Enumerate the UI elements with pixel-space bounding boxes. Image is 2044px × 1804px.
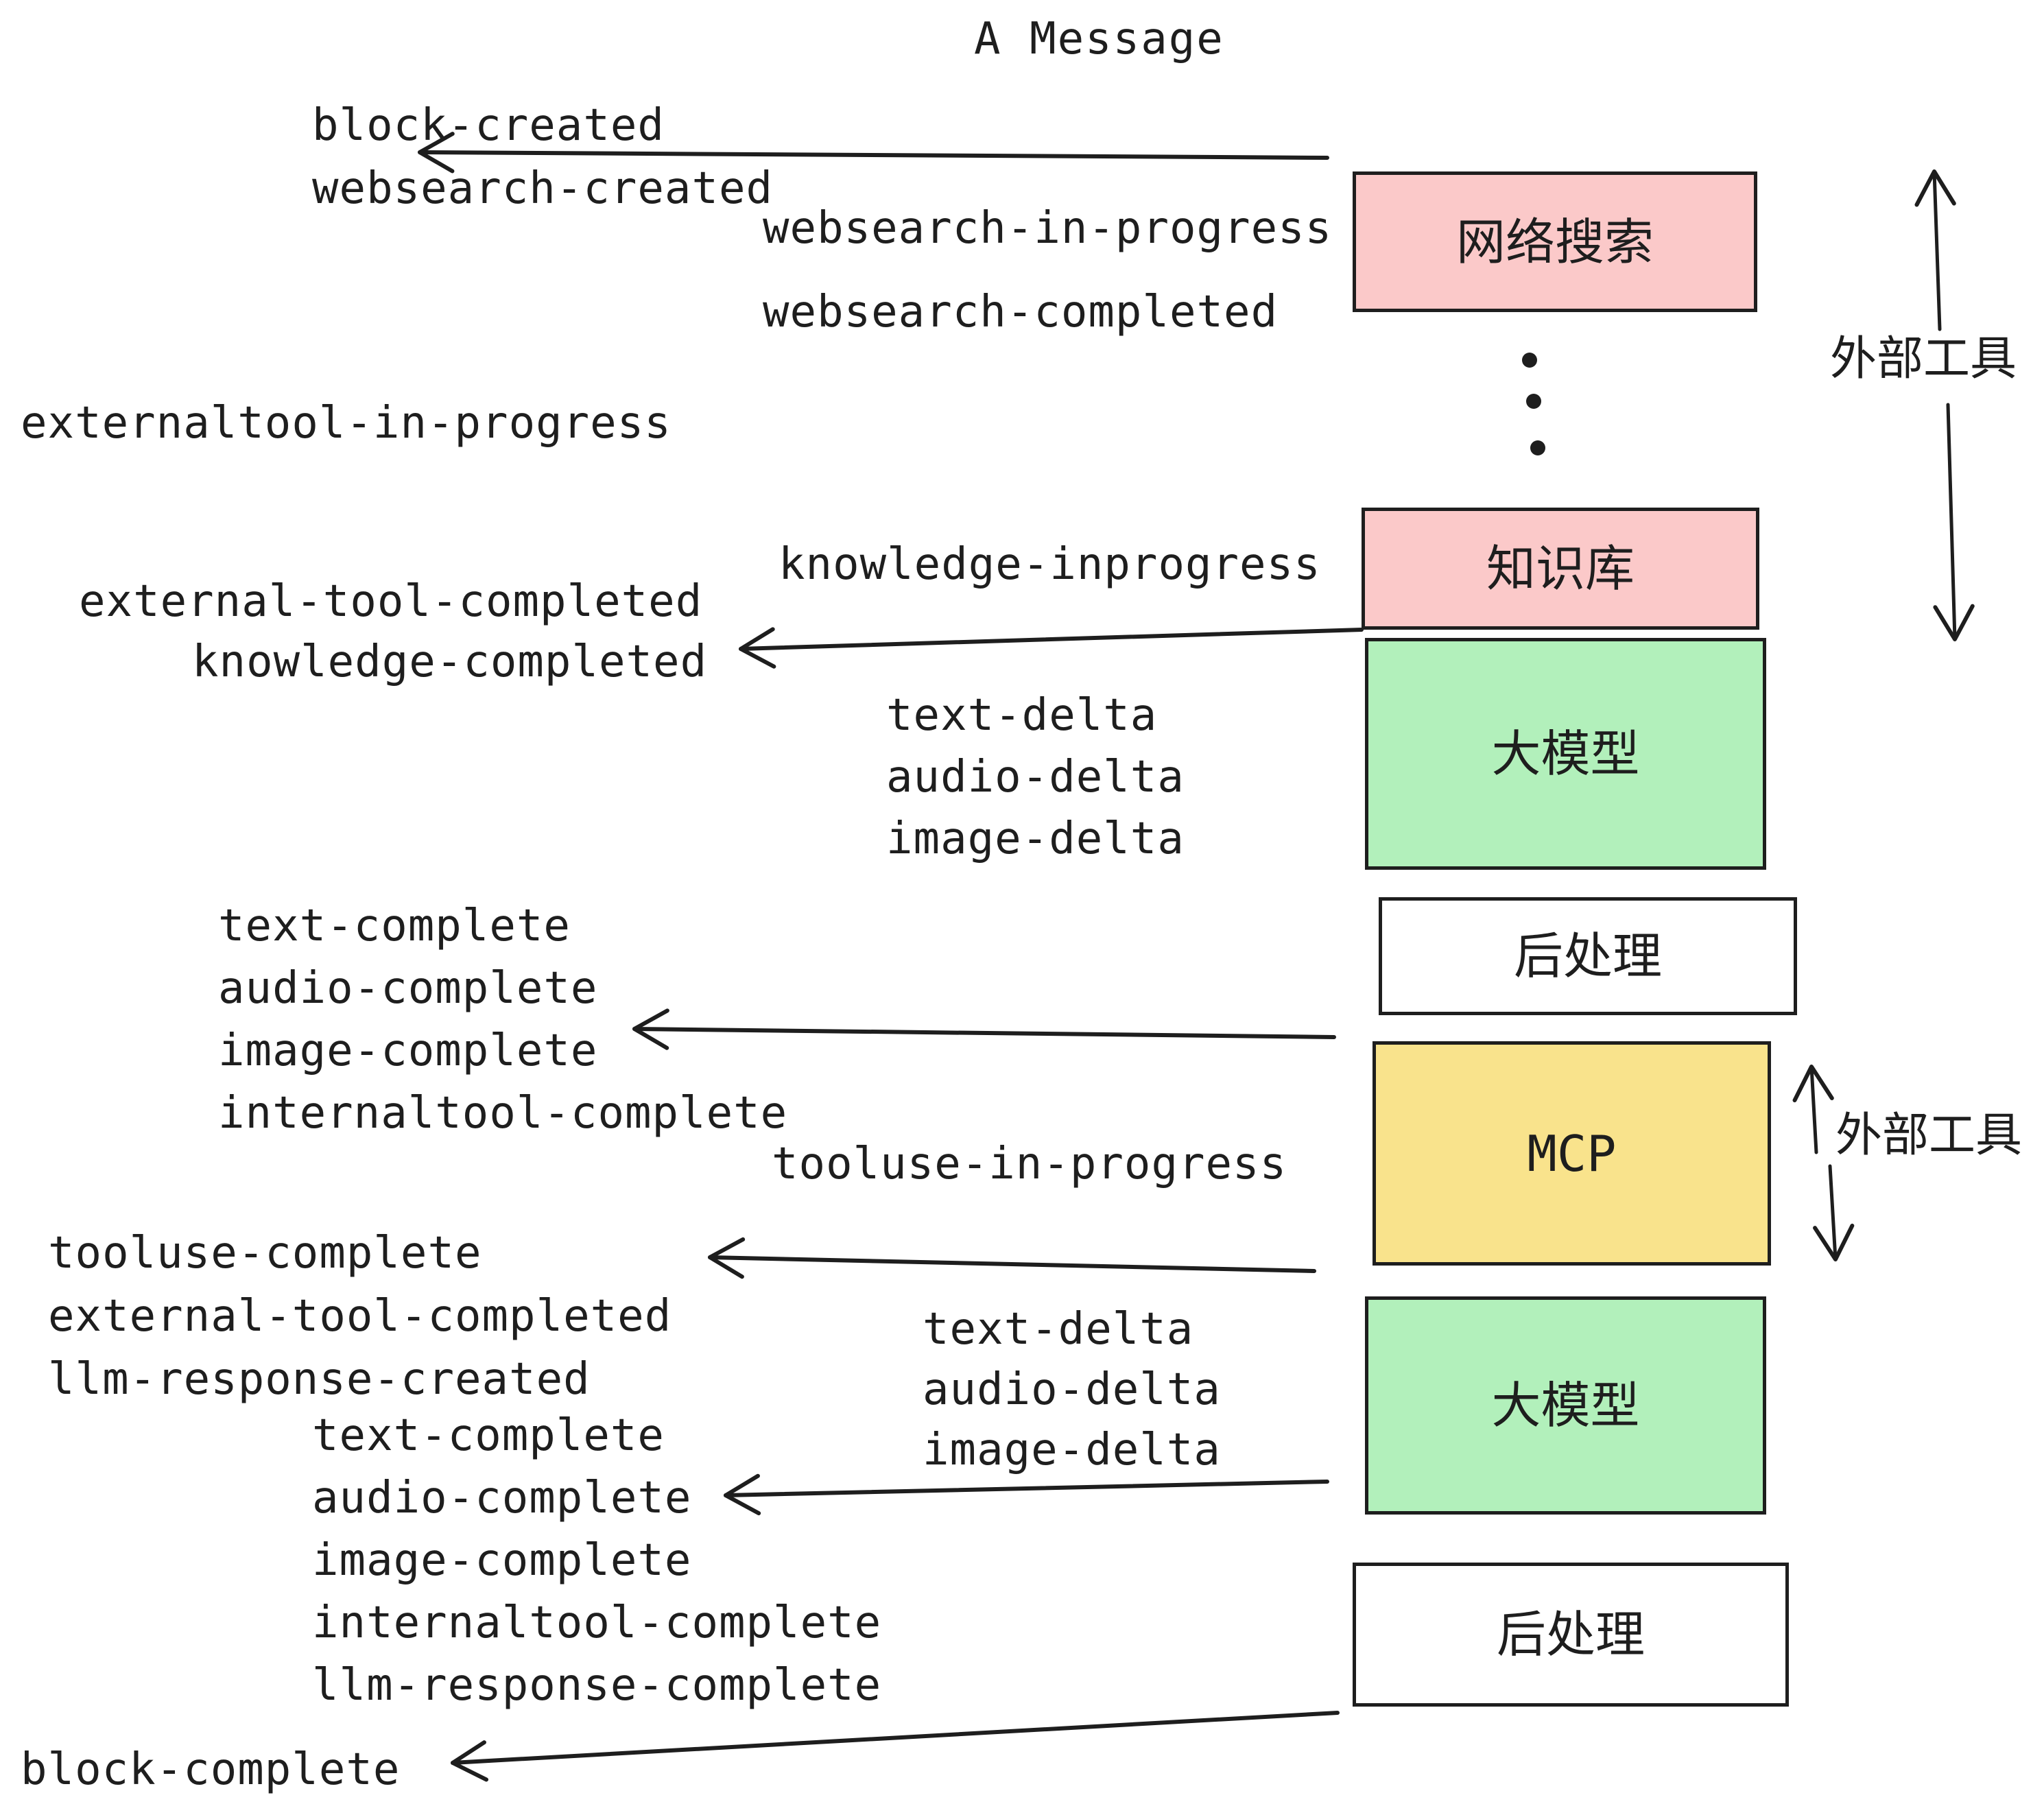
arrow-mcp-to-tooluse-complete [708,1237,1316,1279]
event-audio-complete-2: audio-complete [312,1473,692,1523]
event-text-complete-2: text-complete [312,1410,665,1461]
box-llm-1-label: 大模型 [1491,725,1640,783]
event-websearch-completed: websearch-completed [763,287,1279,337]
external-tools-down-arrow-2 [1813,1164,1855,1261]
event-text-complete-1: text-complete [218,901,571,951]
event-image-delta-1: image-delta [886,814,1185,864]
event-llm-response-created: llm-response-created [48,1354,591,1405]
ellipsis-dot [1526,394,1541,409]
box-websearch-label: 网络搜索 [1455,213,1654,271]
external-tools-up-arrow-2 [1792,1065,1834,1154]
box-postprocess-2: 后处理 [1353,1563,1789,1707]
event-text-delta-1: text-delta [886,690,1158,741]
event-tooluse-complete: tooluse-complete [48,1228,482,1279]
event-llm-response-complete: llm-response-complete [312,1660,882,1711]
box-mcp: MCP [1372,1041,1771,1266]
external-tools-down-arrow-1 [1933,403,1975,641]
box-postprocess-1: 后处理 [1379,897,1797,1015]
event-internaltool-complete-1: internaltool-complete [218,1088,788,1139]
box-knowledge-label: 知识库 [1486,540,1635,597]
event-audio-delta-1: audio-delta [886,752,1185,803]
event-image-delta-2: image-delta [923,1425,1221,1475]
box-knowledge: 知识库 [1362,508,1759,630]
diagram-title: A Message [974,14,1224,64]
arrow-postprocess-to-image-complete [632,1008,1336,1050]
event-internaltool-complete-2: internaltool-complete [312,1598,882,1648]
event-tooluse-in-progress: tooluse-in-progress [772,1139,1287,1189]
box-postprocess-2-label: 后处理 [1496,1606,1645,1663]
event-knowledge-completed: knowledge-completed [192,637,708,687]
box-llm-1: 大模型 [1365,638,1766,870]
box-llm-2: 大模型 [1365,1296,1766,1515]
event-knowledge-inprogress: knowledge-inprogress [779,539,1321,590]
box-websearch: 网络搜索 [1353,171,1757,312]
event-text-delta-2: text-delta [923,1304,1194,1355]
box-llm-2-label: 大模型 [1491,1377,1640,1434]
event-audio-complete-1: audio-complete [218,963,598,1014]
arrow-postprocess-to-block-complete [451,1711,1340,1782]
arrow-knowledge-to-knowledge-completed [739,627,1364,669]
event-block-created: block-created [312,100,665,151]
event-block-complete: block-complete [21,1744,401,1795]
event-websearch-in-progress: websearch-in-progress [763,203,1333,254]
event-externaltool-in-progress: externaltool-in-progress [21,398,672,449]
arrow-websearch-to-block-created [418,132,1329,174]
event-image-complete-2: image-complete [312,1535,692,1586]
box-mcp-label: MCP [1527,1124,1617,1183]
event-websearch-created: websearch-created [312,163,774,214]
external-tools-annotation-2: 外部工具 [1835,1108,2023,1163]
ellipsis-dot [1530,440,1545,455]
event-image-complete-1: image-complete [218,1025,598,1076]
event-audio-delta-2: audio-delta [923,1364,1221,1415]
ellipsis-dot [1522,353,1537,368]
event-external-tool-completed-1: external-tool-completed [79,576,703,627]
external-tools-up-arrow-1 [1914,169,1956,331]
arrow-llm-to-audio-complete [724,1473,1329,1516]
event-external-tool-completed-2: external-tool-completed [48,1291,672,1342]
box-postprocess-1-label: 后处理 [1513,927,1662,985]
external-tools-annotation-1: 外部工具 [1830,332,2017,386]
